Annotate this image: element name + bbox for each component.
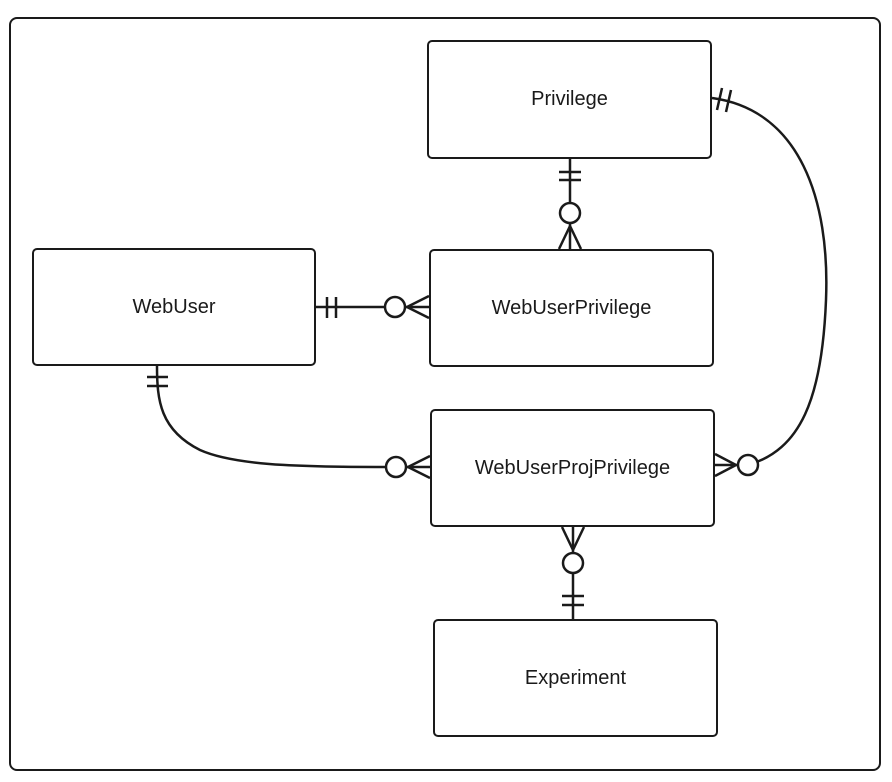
zero-circle-mark (384, 455, 408, 479)
link-webuser-webuserprojprivilege (147, 365, 431, 480)
zero-circle-mark (383, 295, 407, 319)
entity-webuser-label: WebUser (132, 295, 216, 318)
entity-webuser: WebUser (32, 248, 316, 366)
entity-webuserprivilege: WebUserPrivilege (429, 249, 714, 367)
one-bar-mark (724, 89, 733, 113)
entity-privilege-label: Privilege (531, 88, 608, 110)
zero-circle-mark (736, 453, 760, 477)
entity-webuserprivilege-label: WebUserPrivilege (491, 296, 652, 319)
crowfoot-mark (406, 294, 430, 309)
crowfoot-mark (406, 305, 430, 320)
entity-experiment-label: Experiment (524, 666, 627, 689)
link-experiment-webuserprojprivilege (560, 526, 586, 619)
entity-webuserprojprivilege-label: WebUserProjPrivilege (474, 456, 671, 479)
entity-experiment: Experiment (433, 619, 718, 737)
zero-circle-mark (558, 201, 582, 225)
diagram-frame (9, 17, 881, 771)
entity-webuserprojprivilege: WebUserProjPrivilege (430, 409, 715, 527)
crowfoot-mark (714, 452, 737, 467)
crowfoot-mark (560, 526, 575, 551)
crowfoot-mark (571, 526, 586, 551)
crowfoot-mark (407, 465, 431, 480)
crowfoot-mark (407, 454, 431, 469)
link-privilege-webuserprojprivilege (711, 87, 828, 478)
zero-circle-mark (561, 551, 585, 575)
link-privilege-webuserprivilege (557, 159, 583, 250)
crowfoot-mark (557, 225, 572, 250)
entity-privilege: Privilege (427, 40, 712, 159)
one-bar-mark (715, 87, 724, 111)
crowfoot-mark (714, 463, 737, 478)
crowfoot-mark (568, 225, 583, 250)
link-webuser-webuserprivilege (316, 294, 430, 320)
